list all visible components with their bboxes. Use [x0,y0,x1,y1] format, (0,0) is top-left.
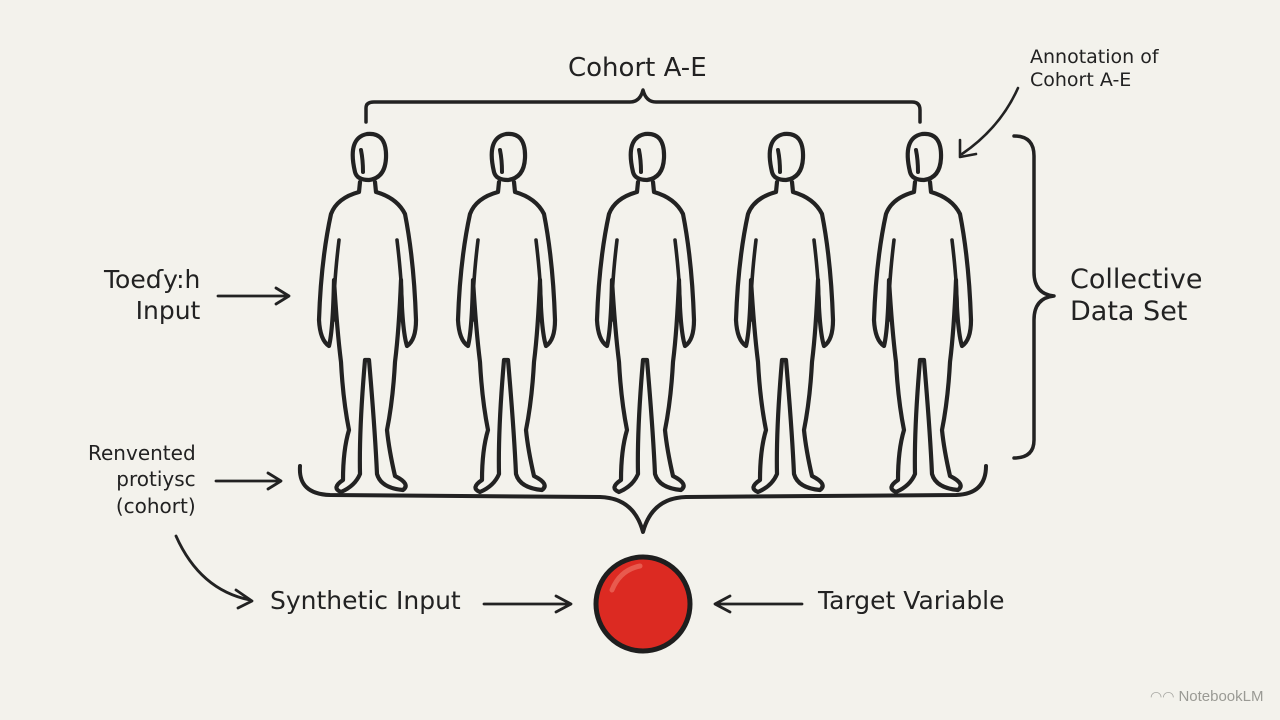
collective-data-set-label: Collective Data Set [1070,264,1203,329]
person-icon [874,134,971,492]
target-circle [593,554,693,654]
cohort-bottom-brace [297,464,988,534]
person-icon [319,134,416,492]
touch-input-label: Toeɗy:h Input [104,264,200,327]
watermark-text: NotebookLM [1178,688,1264,705]
cohort-to-synthetic-arrow [174,534,254,610]
annotation-arrow [960,86,1020,156]
synthetic-to-target-arrow [482,594,573,614]
notebooklm-icon: ◠◠ [1150,688,1175,704]
renvented-line-3: (cohort) [115,493,196,518]
target-variable-arrow [713,594,804,614]
annotation-line-1: Annotation of [1030,46,1159,68]
target-circle-highlight [609,563,643,593]
annotation-line-2: Cohort A-E [1030,69,1132,92]
collective-line-1: Collective [1070,264,1203,295]
touch-input-line-2: Input [135,296,201,326]
annotation-arrowhead [958,138,978,159]
renvented-arrow [214,471,283,491]
person-icon [458,134,555,492]
person-icon [597,134,694,492]
target-variable-label: Target Variable [818,586,1005,615]
person-icon [736,134,833,492]
renvented-cohort-label: Renvented protiysc (cohort) [88,440,196,519]
renvented-line-1: Renvented [88,441,196,465]
watermark: ◠◠ NotebookLM [1150,688,1264,705]
touch-input-arrow [216,286,291,306]
renvented-line-2: protiysc [116,467,196,492]
collective-line-2: Data Set [1070,296,1188,328]
cohort-label: Cohort A-E [568,53,707,83]
cohort-top-bracket [364,88,922,124]
synthetic-input-label: Synthetic Input [270,586,461,615]
touch-input-line-1: Toeɗy:h [104,265,201,294]
annotation-label: Annotation of Cohort A-E [1030,46,1159,92]
collective-right-brace [1012,134,1056,460]
